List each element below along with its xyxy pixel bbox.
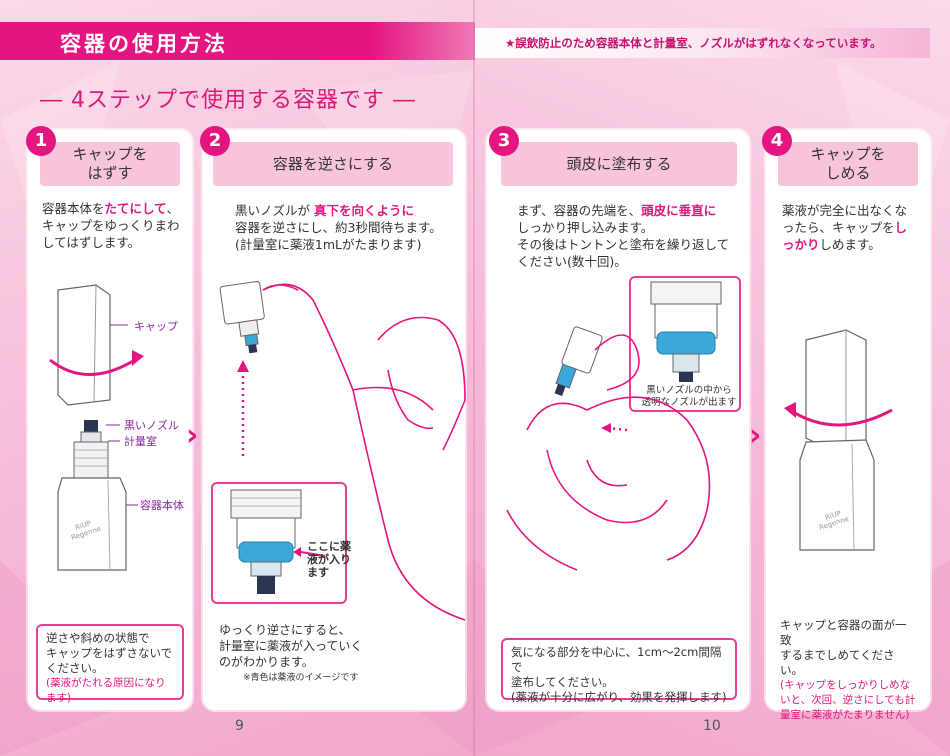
step1-bottle-illustration: RiUP Regenne xyxy=(49,284,144,571)
step1-note-line3: ください。 xyxy=(46,661,104,675)
step1-number: 1 xyxy=(26,126,56,156)
step2-number: 2 xyxy=(200,126,230,156)
step1-card: キャップを はずす 容器本体をたてにして、キャップをゆっくりまわしてはずします。… xyxy=(28,130,192,710)
section-title: 容器の使用方法 xyxy=(60,32,228,56)
step4-note-pink: (キャップをしっかりしめないと、次回、逆さにしても計量室に薬液がたまりません) xyxy=(780,679,916,721)
arrow-step1-to-2: › xyxy=(186,418,199,453)
step2-body-c: (計量室に薬液1mLがたまります) xyxy=(235,237,422,252)
step4-heading-line1: キャップを xyxy=(810,145,886,163)
step4-number: 4 xyxy=(762,126,792,156)
label-body: 容器本体 xyxy=(140,499,184,512)
step3-person-illustration xyxy=(506,326,711,571)
label-nozzle: 黒いノズル xyxy=(124,419,179,432)
step4-bottle-illustration: RiUP Regenne xyxy=(784,329,893,551)
step3-note: 気になる部分を中心に、1cm〜2cm間隔で 塗布してください。 (薬液が十分に広… xyxy=(501,638,737,704)
step1-heading-line1: キャップを xyxy=(72,145,148,163)
step4-note-line1: キャップと容器の面が一致 xyxy=(780,618,907,647)
page-subtitle: ― 4ステップで使用する容器です ― xyxy=(40,88,416,113)
step4-body: 薬液が完全に出なくなったら、キャップをしっかりしめます。 xyxy=(782,202,918,253)
step1-note-line2: キャップをはずさないで xyxy=(46,646,173,660)
step1-body-b: 、キャップをゆっくりまわしてはずします。 xyxy=(42,201,180,250)
step2-heading: 容器を逆さにする xyxy=(213,142,453,186)
step3-note-line2: 塗布してください。 xyxy=(511,675,614,689)
right-page: ★誤飲防止のため容器本体と計量室、ノズルがはずれなくなっています。 頭皮に塗布す… xyxy=(475,0,950,756)
step2-person-illustration xyxy=(219,281,466,621)
step2-body-highlight: 真下を向くように xyxy=(313,203,414,218)
step2-inset-label: ここに薬液が入ります xyxy=(307,540,351,579)
step3-note-line3: (薬液が十分に広がり、効果を発揮します) xyxy=(511,690,727,704)
step2-note-line3: のがわかります。 xyxy=(219,655,314,669)
notice-bar: ★誤飲防止のため容器本体と計量室、ノズルがはずれなくなっています。 xyxy=(475,28,930,58)
step2-footnote: ※青色は薬液のイメージです xyxy=(243,673,359,683)
step1-heading: キャップを はずす xyxy=(40,142,180,186)
step1-note-pink: (薬液がたれる原因になります) xyxy=(46,677,166,704)
step2-note-line1: ゆっくり逆さにすると、 xyxy=(219,623,351,637)
step2-body-b: 容器を逆さにし、約3秒間待ちます。 xyxy=(235,220,442,235)
step3-body-highlight: 頭皮に垂直に xyxy=(641,203,717,218)
step3-body-b: しっかり押し込みます。 xyxy=(517,220,654,235)
step3-body-c: その後はトントンと塗布を繰り返してください(数十回)。 xyxy=(517,237,730,269)
arrow-step3-to-4: › xyxy=(749,418,762,453)
step2-card: 容器を逆さにする 黒いノズルが 真下を向くように容器を逆さにし、約3秒間待ちます… xyxy=(203,130,466,710)
step3-heading: 頭皮に塗布する xyxy=(501,142,737,186)
step4-note-line2: するまでしめてください。 xyxy=(780,648,895,677)
step1-note-line1: 逆さや斜めの状態で xyxy=(46,631,150,645)
step1-body-a: 容器本体を xyxy=(42,201,105,216)
step1-note: 逆さや斜めの状態で キャップをはずさないで ください。 (薬液がたれる原因になり… xyxy=(36,624,184,704)
step3-inset-label-line1: 黒いノズルの中から xyxy=(646,385,732,396)
step2-body-a: 黒いノズルが xyxy=(235,203,314,218)
step2-note-line2: 計量室に薬液が入っていく xyxy=(219,639,363,653)
step2-inset xyxy=(211,482,347,604)
step1-body-highlight: たてにして xyxy=(104,201,167,216)
notice-text: ★誤飲防止のため容器本体と計量室、ノズルがはずれなくなっています。 xyxy=(505,36,882,50)
step4-body-highlight: しっかり xyxy=(782,220,908,252)
page-number-right: 10 xyxy=(703,718,721,734)
step3-number: 3 xyxy=(489,126,519,156)
step3-inset xyxy=(629,276,741,412)
step2-inset-bottle xyxy=(230,489,326,594)
step4-note: キャップと容器の面が一致 するまでしめてください。 (キャップをしっかりしめない… xyxy=(774,614,922,721)
label-cap: キャップ xyxy=(134,320,178,333)
section-title-bar: 容器の使用方法 xyxy=(0,22,475,60)
step1-body: 容器本体をたてにして、キャップをゆっくりまわしてはずします。 xyxy=(42,200,182,251)
label-measure: 計量室 xyxy=(124,435,157,448)
step4-heading: キャップを しめる xyxy=(778,142,918,186)
step2-note: ゆっくり逆さにすると、 計量室に薬液が入っていく のがわかります。 xyxy=(219,622,419,670)
step4-heading-line2: しめる xyxy=(825,164,871,182)
step3-card: 頭皮に塗布する まず、容器の先端を、頭皮に垂直にしっかり押し込みます。その後はト… xyxy=(487,130,749,710)
step3-inset-label-line2: 透明なノズルが出ます xyxy=(641,397,737,408)
step1-heading-line2: はずす xyxy=(87,164,133,182)
step3-body-a: まず、容器の先端を、 xyxy=(517,203,642,218)
step3-note-line1: 気になる部分を中心に、1cm〜2cm間隔で xyxy=(511,645,722,674)
step4-body-b: しめます。 xyxy=(819,237,881,252)
step3-body: まず、容器の先端を、頭皮に垂直にしっかり押し込みます。その後はトントンと塗布を繰… xyxy=(517,202,741,270)
page-number-left: 9 xyxy=(235,718,244,734)
step2-body: 黒いノズルが 真下を向くように容器を逆さにし、約3秒間待ちます。 (計量室に薬液1… xyxy=(235,202,459,253)
step3-inset-label: 黒いノズルの中から 透明なノズルが出ます xyxy=(633,385,745,409)
step4-body-a: 薬液が完全に出なくなったら、キャップを xyxy=(782,203,908,235)
left-page: 容器の使用方法 ― 4ステップで使用する容器です ― キャップを はずす 容器本… xyxy=(0,0,475,756)
step4-card: キャップを しめる 薬液が完全に出なくなったら、キャップをしっかりしめます。 R… xyxy=(766,130,930,721)
step3-inset-bottle xyxy=(650,281,722,382)
